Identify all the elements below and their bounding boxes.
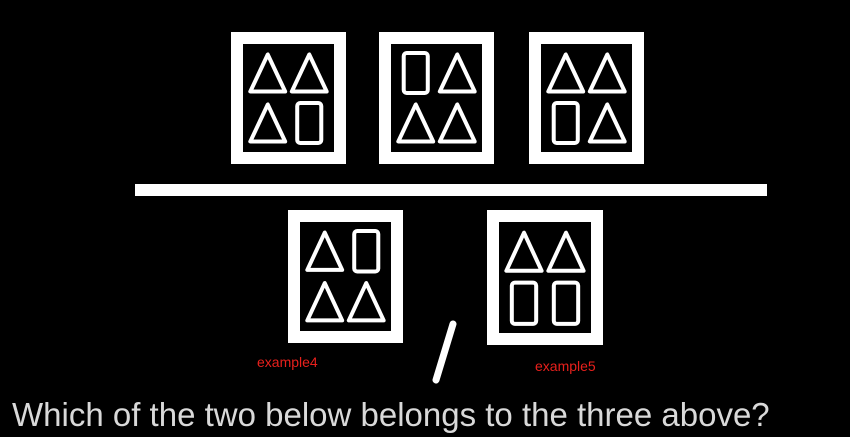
triangle-shape <box>289 52 329 94</box>
triangle-shape <box>248 102 288 144</box>
triangle-shape <box>396 102 436 144</box>
card-inner <box>499 222 591 333</box>
square-shape <box>551 280 581 326</box>
square-shape <box>295 101 324 145</box>
triangle-shape <box>504 230 544 273</box>
example4-label: example4 <box>257 354 318 370</box>
card-inner <box>243 44 334 152</box>
triangle-shape <box>346 281 386 323</box>
triangle-shape <box>248 52 288 94</box>
triangle-shape <box>437 102 477 144</box>
triangle-shape <box>437 52 477 94</box>
square-shape <box>509 280 539 326</box>
card-example5 <box>487 210 603 345</box>
divider-line <box>135 184 767 196</box>
card-inner <box>391 44 482 152</box>
square-shape <box>352 229 381 274</box>
separator-stroke <box>432 320 457 384</box>
card-top-1 <box>231 32 346 164</box>
card-top-3 <box>529 32 644 164</box>
square-shape <box>551 101 580 145</box>
triangle-shape <box>546 52 586 94</box>
cards-layer <box>231 32 644 345</box>
question-text: Which of the two below belongs to the th… <box>12 396 770 433</box>
triangle-shape <box>305 281 345 323</box>
card-inner <box>300 222 391 331</box>
example5-label: example5 <box>535 358 596 374</box>
card-inner <box>541 44 632 152</box>
triangle-shape <box>587 102 627 144</box>
triangle-shape <box>305 230 345 272</box>
card-example4 <box>288 210 403 343</box>
triangle-shape <box>546 230 586 273</box>
triangle-shape <box>587 52 627 94</box>
square-shape <box>401 51 430 95</box>
card-top-2 <box>379 32 494 164</box>
